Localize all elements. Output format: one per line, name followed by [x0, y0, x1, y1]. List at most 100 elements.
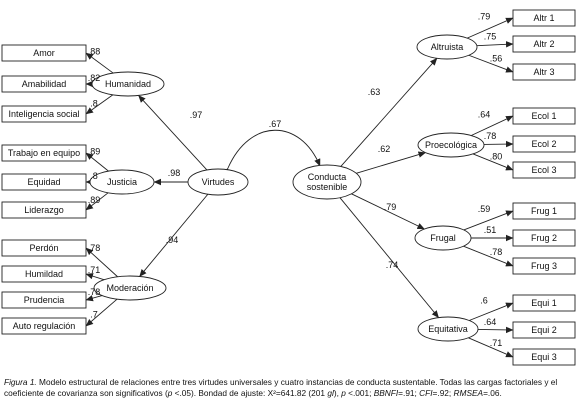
loading-arrow-equi-2 [477, 326, 514, 334]
loading-altr-3: .56 [490, 54, 503, 64]
loading-arrow-trabajo-en-equipo [85, 152, 109, 172]
latent-frugal [414, 225, 472, 251]
loading-arrow-equi-3 [468, 337, 514, 358]
indicator-label-ecol-2: Ecol 2 [531, 139, 556, 149]
indicator-box-frug-1 [512, 202, 576, 220]
indicator-box-equi-1 [512, 294, 576, 312]
indicator-label-ecol-1: Ecol 1 [531, 111, 556, 121]
latent-equitativa [417, 316, 479, 342]
indicator-label-equidad: Equidad [27, 177, 60, 187]
latent-label-proecologica: Proecológica [425, 140, 477, 150]
loading-arrow-ecol-3 [472, 153, 514, 171]
indicator-label-humildad: Humildad [25, 269, 63, 279]
indicator-box-altr-2 [512, 35, 576, 53]
latent-label-frugal: Frugal [430, 233, 456, 243]
latent-moderacion [93, 275, 167, 301]
path-arrow-frugal [351, 193, 425, 230]
covariance-arrow [222, 129, 321, 176]
indicator-box-ecol-1 [512, 107, 576, 125]
latent-label-conducta-line2: sostenible [307, 182, 348, 192]
loading-arrow-amor [85, 52, 114, 74]
path-coef-moderacion: .94 [166, 235, 179, 245]
indicator-label-trabajo-en-equipo: Trabajo en equipo [8, 148, 80, 158]
indicator-label-frug-2: Frug 2 [531, 233, 557, 243]
indicator-label-equi-1: Equi 1 [531, 298, 557, 308]
loading-altr-2: .75 [484, 32, 497, 42]
figure-label: Figura 1. [4, 377, 37, 387]
loading-arrow-altr-2 [476, 41, 514, 48]
indicator-box-inteligencia-social [1, 105, 87, 123]
indicator-box-amor [1, 44, 87, 62]
loading-perdon: .78 [88, 243, 101, 253]
path-arrow-moderacion [139, 193, 209, 277]
path-coef-equitativa: .74 [386, 260, 399, 270]
loading-ecol-1: .64 [478, 109, 491, 119]
path-coef-frugal: .79 [384, 202, 397, 212]
indicator-label-amabilidad: Amabilidad [22, 79, 67, 89]
latent-label-virtudes: Virtudes [202, 177, 235, 187]
path-coef-proecologica: .62 [378, 144, 391, 154]
loading-trabajo-en-equipo: .89 [88, 146, 101, 156]
loading-equi-3: .71 [490, 338, 503, 348]
indicator-label-altr-2: Altr 2 [533, 39, 554, 49]
indicator-box-ecol-3 [512, 161, 576, 179]
covariance-coef: .67 [269, 119, 282, 129]
path-arrow-humanidad [138, 95, 208, 171]
path-coef-humanidad: .97 [190, 110, 203, 120]
indicator-box-equi-3 [512, 348, 576, 366]
indicator-label-equi-3: Equi 3 [531, 352, 557, 362]
loading-frug-2: .51 [484, 225, 497, 235]
indicator-label-prudencia: Prudencia [24, 295, 65, 305]
loading-arrow-inteligencia-social [85, 94, 114, 115]
loading-amor: .88 [88, 47, 101, 57]
loading-arrow-frug-3 [463, 245, 514, 267]
latent-humanidad [91, 71, 165, 97]
latent-virtudes [187, 168, 249, 196]
path-arrow-equitativa [339, 197, 439, 318]
indicator-label-auto-regulacion: Auto regulación [13, 321, 76, 331]
loading-inteligencia-social: .8 [90, 99, 98, 109]
figure-caption: Figura 1. Modelo estructural de relacion… [4, 377, 558, 398]
loading-auto-regulacion: .7 [90, 309, 98, 319]
indicator-label-ecol-3: Ecol 3 [531, 165, 556, 175]
loading-frug-3: .78 [490, 247, 503, 257]
path-arrow-altruista [340, 57, 438, 167]
loading-arrow-altr-3 [468, 54, 514, 73]
indicator-box-frug-2 [512, 229, 576, 247]
indicator-label-equi-2: Equi 2 [531, 325, 557, 335]
indicator-box-altr-1 [512, 9, 576, 27]
loading-arrow-ecol-1 [471, 115, 514, 136]
latent-label-altruista: Altruista [431, 42, 464, 52]
loading-liderazgo: .89 [88, 195, 101, 205]
indicator-box-humildad [1, 265, 87, 283]
indicator-label-frug-1: Frug 1 [531, 206, 557, 216]
loading-arrow-humildad [85, 273, 105, 281]
indicator-label-perdon: Perdón [29, 243, 58, 253]
latent-proecologica [417, 132, 485, 158]
latent-label-equitativa: Equitativa [428, 324, 468, 334]
indicator-box-amabilidad [1, 75, 87, 93]
loading-arrow-auto-regulacion [85, 298, 118, 327]
loading-ecol-2: .78 [484, 131, 497, 141]
latent-label-justicia: Justicia [107, 177, 137, 187]
loading-equidad: .8 [90, 171, 98, 181]
indicator-label-amor: Amor [33, 48, 55, 58]
latent-label-conducta-line1: Conducta [308, 172, 347, 182]
loading-arrow-perdon [85, 247, 118, 278]
indicator-label-inteligencia-social: Inteligencia social [8, 109, 79, 119]
loading-altr-1: .79 [478, 11, 491, 21]
loading-amabilidad: .82 [88, 73, 101, 83]
indicator-box-perdon [1, 239, 87, 257]
indicator-box-auto-regulacion [1, 317, 87, 335]
indicator-box-trabajo-en-equipo [1, 144, 87, 162]
indicator-label-altr-1: Altr 1 [533, 13, 554, 23]
loading-frug-1: .59 [478, 204, 491, 214]
loading-ecol-3: .80 [490, 152, 503, 162]
loading-humildad: .71 [88, 265, 101, 275]
loading-equi-2: .64 [484, 317, 497, 327]
latent-altruista [416, 34, 478, 60]
indicator-box-frug-3 [512, 257, 576, 275]
indicator-box-liderazgo [1, 201, 87, 219]
indicator-box-ecol-2 [512, 135, 576, 153]
